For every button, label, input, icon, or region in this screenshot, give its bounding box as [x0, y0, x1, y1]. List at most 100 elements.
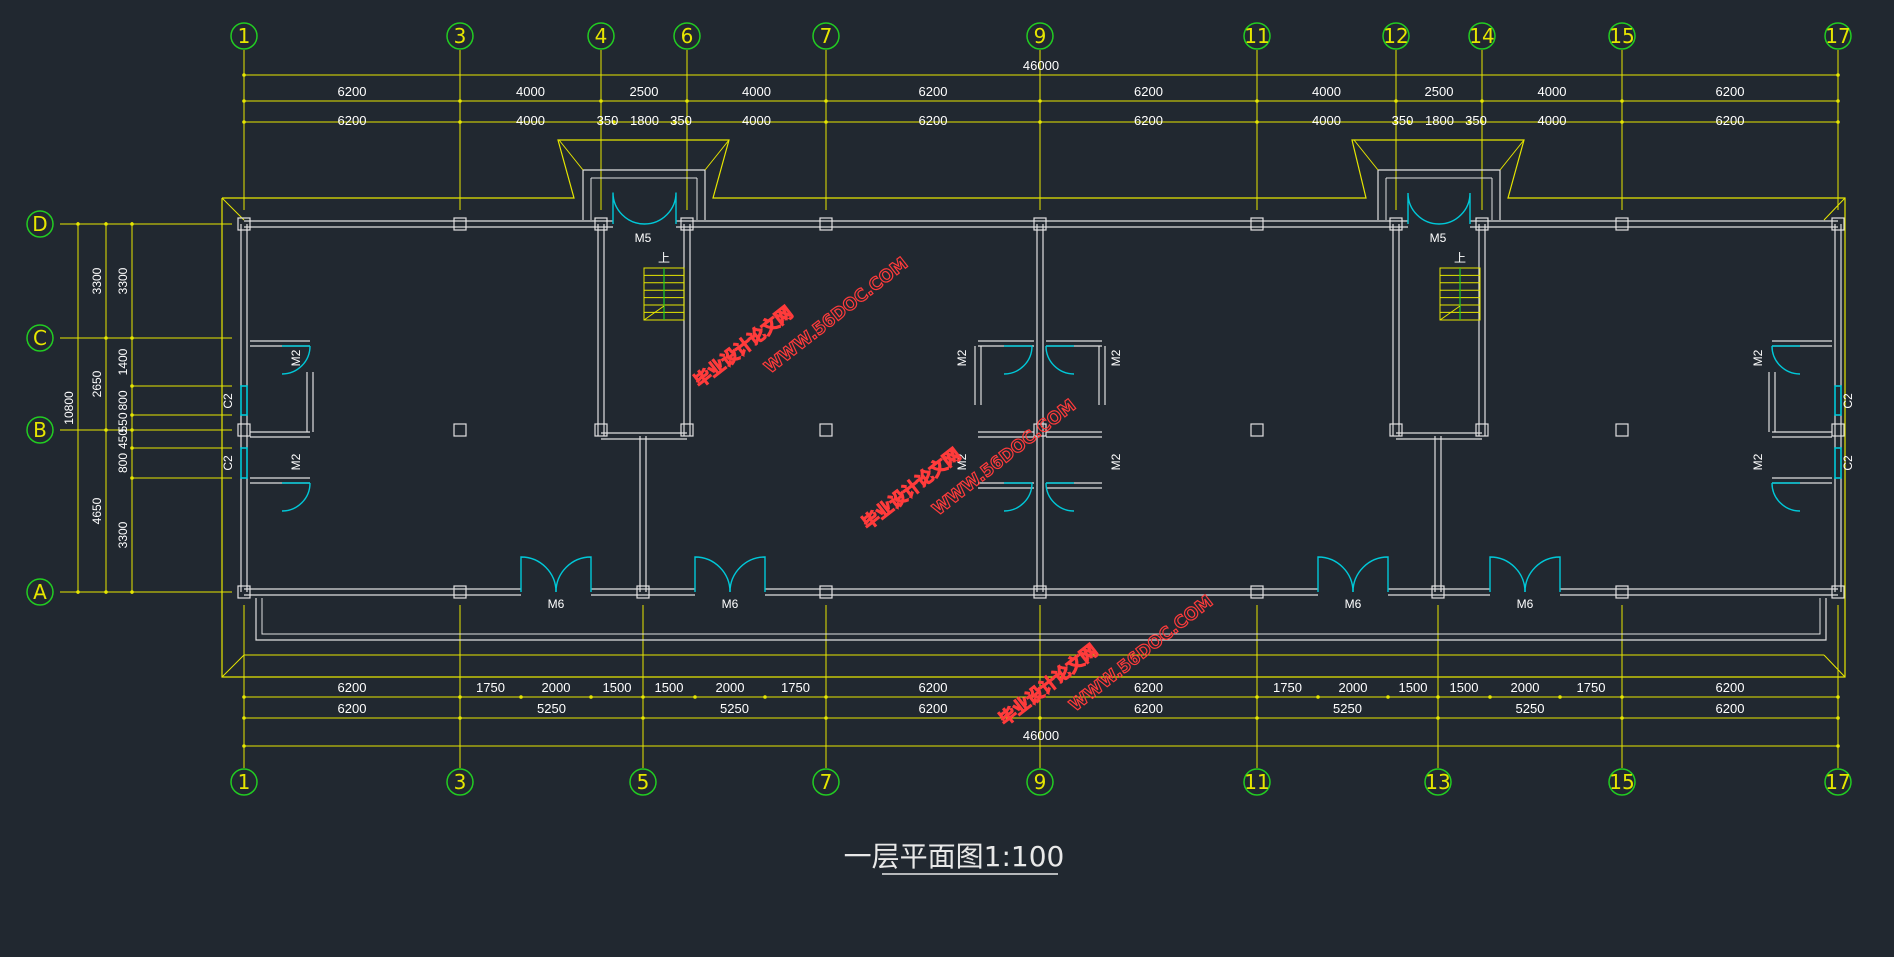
m6-label: M6 [1517, 597, 1534, 611]
m2-door [1003, 345, 1033, 375]
dimension-text: 4000 [742, 84, 771, 99]
dim-tick [1386, 695, 1390, 699]
m6-door [1317, 556, 1354, 593]
column [1475, 423, 1489, 437]
column [1831, 585, 1845, 599]
m6-door [520, 556, 557, 593]
axis-bubble [1243, 22, 1271, 50]
dim-tick [1488, 695, 1492, 699]
dim-tick [1558, 695, 1562, 699]
column [1250, 217, 1264, 231]
axis-bubble [1026, 22, 1054, 50]
m6-label: M6 [548, 597, 565, 611]
canopy-diag [558, 139, 584, 171]
axis-label: 13 [1425, 770, 1450, 794]
m2-door [281, 482, 311, 512]
dim-tick [612, 120, 616, 124]
dimension-text: 1800 [630, 113, 659, 128]
m2-door [281, 345, 311, 375]
dimension-text: 6200 [919, 113, 948, 128]
axis-bubble [26, 416, 54, 444]
axis-label: 5 [637, 770, 650, 794]
axis-bubble [230, 768, 258, 796]
bottom-terrace [255, 598, 1827, 641]
dimension-text: 800 [116, 390, 130, 410]
dimension-text: 3300 [116, 267, 130, 294]
m5-door [1407, 192, 1440, 225]
dim-tick [1407, 120, 1411, 124]
axis-bubble [230, 22, 258, 50]
axis-label: D [32, 212, 47, 236]
m2-label: M2 [955, 453, 969, 470]
dimension-text: 4650 [90, 497, 104, 524]
canopy-diag [1353, 139, 1379, 171]
dim-tick [693, 695, 697, 699]
m6-label: M6 [722, 597, 739, 611]
stair-arrow [1439, 305, 1461, 321]
dimension-text: 1750 [476, 680, 505, 695]
dimension-text: 1800 [1425, 113, 1454, 128]
axis-label: 15 [1609, 770, 1634, 794]
axis-label: 17 [1825, 24, 1850, 48]
canopy-diag [704, 139, 730, 171]
axis-label: 6 [681, 24, 694, 48]
m2-door [1003, 482, 1033, 512]
dimension-text: 2500 [630, 84, 659, 99]
dimension-text: 2500 [1425, 84, 1454, 99]
dimension-text: 1500 [603, 680, 632, 695]
dimension-text: 6200 [1716, 113, 1745, 128]
m2-door [1771, 345, 1801, 375]
column [453, 585, 467, 599]
dimension-text: 1500 [1450, 680, 1479, 695]
column [1033, 423, 1047, 437]
column [237, 585, 251, 599]
m5-door [1438, 192, 1471, 225]
dimension-text: 4000 [516, 84, 545, 99]
column [594, 423, 608, 437]
column [1389, 423, 1403, 437]
stair-mark: 上 [658, 251, 670, 265]
column [237, 217, 251, 231]
dimension-text: 350 [670, 113, 692, 128]
dimension-text: 6200 [338, 113, 367, 128]
m6-label: M6 [1345, 597, 1362, 611]
dim-tick [589, 695, 593, 699]
axis-label: B [33, 418, 47, 442]
c2-label: C2 [221, 455, 235, 471]
stair-mark: 上 [1454, 251, 1466, 265]
axis-label: 3 [454, 24, 467, 48]
axis-label: A [33, 580, 47, 604]
axis-label: 15 [1609, 24, 1634, 48]
column [594, 217, 608, 231]
dimension-text: 4000 [1538, 84, 1567, 99]
column [819, 423, 833, 437]
total-dimension-text: 46000 [1023, 728, 1059, 743]
m6-door [555, 556, 592, 593]
dimension-text: 1400 [116, 348, 130, 375]
m6-door [694, 556, 731, 593]
dimension-text: 1750 [781, 680, 810, 695]
m2-door [1045, 482, 1075, 512]
dimension-text: 450 [116, 429, 130, 449]
watermarks: 毕业设计论文网WWW.56DOC.COM毕业设计论文网WWW.56DOC.COM… [690, 253, 1218, 731]
axis-bubble [446, 22, 474, 50]
dimension-lines [60, 50, 1840, 768]
column [1615, 585, 1629, 599]
axis-bubble [1824, 768, 1852, 796]
m2-label: M2 [955, 349, 969, 366]
m5-label: M5 [635, 231, 652, 245]
dimension-text: 6200 [338, 680, 367, 695]
column [1615, 217, 1629, 231]
dimension-text: 1500 [655, 680, 684, 695]
corner-line [221, 654, 245, 678]
axis-label: 14 [1469, 24, 1494, 48]
axis-bubble [26, 324, 54, 352]
column [1615, 423, 1629, 437]
m2-label: M2 [1109, 349, 1123, 366]
dimension-text: 2650 [90, 370, 104, 397]
drawing-title: 一层平面图1:100 [844, 840, 1065, 873]
axis-bubble [1608, 22, 1636, 50]
